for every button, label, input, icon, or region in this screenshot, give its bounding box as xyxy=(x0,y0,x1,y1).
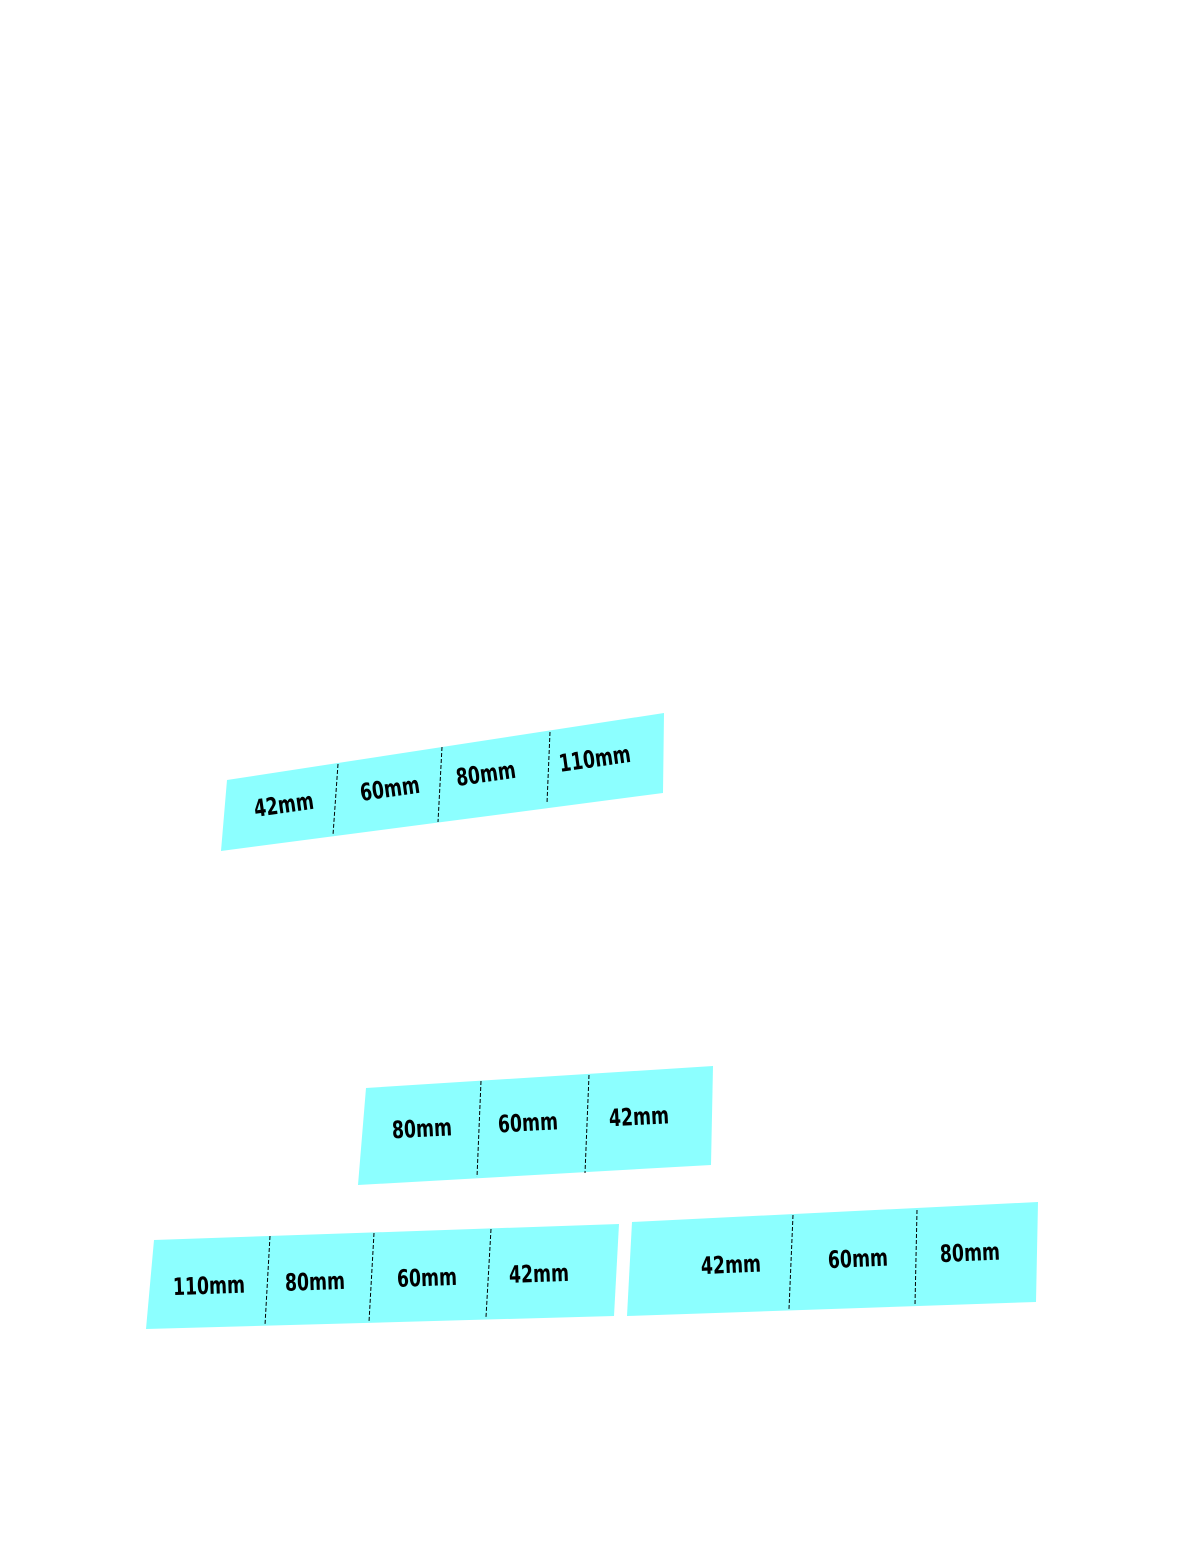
strip-bottom-right: 42mm 60mm 80mm xyxy=(627,1202,1038,1316)
size-label: 42mm xyxy=(608,1102,669,1133)
strip-divider xyxy=(368,1232,375,1323)
strip-bottom-left: 110mm 80mm 60mm 42mm xyxy=(146,1224,619,1329)
strip-divider xyxy=(788,1214,794,1310)
strip-divider xyxy=(584,1074,590,1174)
strip-divider xyxy=(485,1228,492,1318)
size-label: 80mm xyxy=(284,1267,345,1297)
size-label: 42mm xyxy=(700,1250,761,1280)
strip-divider xyxy=(914,1209,918,1306)
size-label: 60mm xyxy=(497,1108,558,1139)
strip-background xyxy=(146,1224,619,1329)
size-label: 110mm xyxy=(172,1271,245,1301)
strip-divider xyxy=(476,1080,482,1178)
size-label: 80mm xyxy=(939,1238,1000,1268)
size-label: 80mm xyxy=(391,1114,452,1145)
size-label: 42mm xyxy=(508,1259,569,1289)
strip-background xyxy=(221,713,664,851)
strip-divider xyxy=(437,746,443,823)
strip-divider xyxy=(264,1235,271,1326)
strip-background xyxy=(627,1202,1038,1316)
strip-background xyxy=(358,1066,713,1185)
strip-middle: 80mm 60mm 42mm xyxy=(358,1066,713,1185)
size-label: 60mm xyxy=(827,1244,888,1274)
size-label: 60mm xyxy=(396,1263,457,1293)
